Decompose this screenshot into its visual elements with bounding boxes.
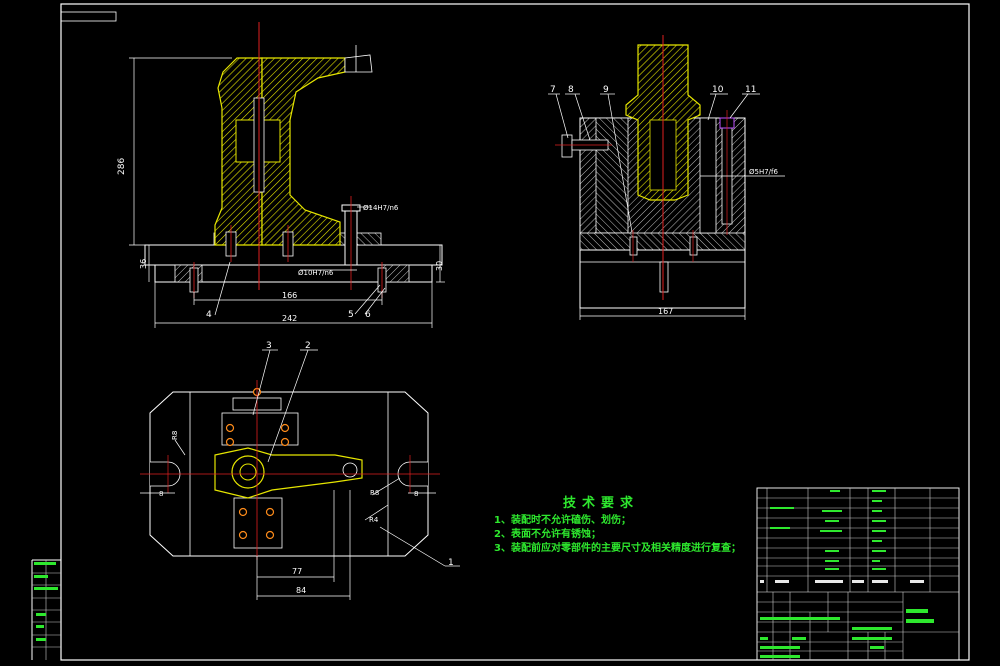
fit-5h7: Ø5H7/f6 bbox=[749, 168, 779, 176]
dim-r8-left: R8 bbox=[171, 431, 179, 440]
dim-36: 36 bbox=[139, 259, 148, 269]
dim-167: 167 bbox=[658, 307, 673, 316]
side-revision-box bbox=[32, 560, 61, 660]
title-block-fills bbox=[760, 490, 934, 658]
dim-r4: R4 bbox=[369, 516, 379, 524]
balloon-8: 8 bbox=[568, 85, 574, 95]
dim-r8-right: R8 bbox=[370, 489, 379, 497]
fit-10h7: Ø10H7/n6 bbox=[298, 269, 334, 277]
balloon-5: 5 bbox=[348, 310, 354, 320]
dim-77: 77 bbox=[292, 567, 302, 576]
fit-14h7: Ø14H7/n6 bbox=[363, 204, 399, 212]
dim-166: 166 bbox=[282, 291, 297, 300]
tech-req-item-1: 1、装配时不允许磕伤、划伤； bbox=[494, 515, 631, 526]
dim-242: 242 bbox=[282, 314, 297, 323]
tech-req-title: 技术要求 bbox=[563, 496, 640, 511]
front-view: 286 36 30 166 242 Ø14H7/n6 Ø10H7/n6 4 5 … bbox=[117, 22, 445, 328]
balloon-9: 9 bbox=[603, 85, 609, 95]
side-view: 167 Ø5H7/f6 7 8 9 10 11 bbox=[548, 35, 785, 320]
tech-req-item-2: 2、表面不允许有锈蚀； bbox=[494, 529, 601, 540]
balloon-3: 3 bbox=[266, 341, 272, 351]
title-block bbox=[756, 487, 960, 661]
dim-286: 286 bbox=[117, 158, 127, 175]
balloon-2: 2 bbox=[305, 341, 311, 351]
dim-8-right: 8 bbox=[414, 490, 418, 498]
plan-view: 77 84 R8 R8 R4 8 8 3 2 1 bbox=[140, 341, 460, 600]
balloon-4: 4 bbox=[206, 310, 212, 320]
dim-30: 30 bbox=[435, 261, 444, 271]
balloon-6: 6 bbox=[365, 310, 371, 320]
balloon-1: 1 bbox=[448, 558, 454, 568]
balloon-11: 11 bbox=[745, 85, 756, 95]
dim-84: 84 bbox=[296, 586, 306, 595]
title-block-header-marks bbox=[760, 580, 924, 583]
dim-8-left: 8 bbox=[159, 490, 163, 498]
balloon-7: 7 bbox=[550, 85, 556, 95]
tech-req-item-3: 3、装配前应对零部件的主要尺寸及相关精度进行复查； bbox=[494, 543, 741, 554]
balloon-10: 10 bbox=[712, 85, 724, 95]
